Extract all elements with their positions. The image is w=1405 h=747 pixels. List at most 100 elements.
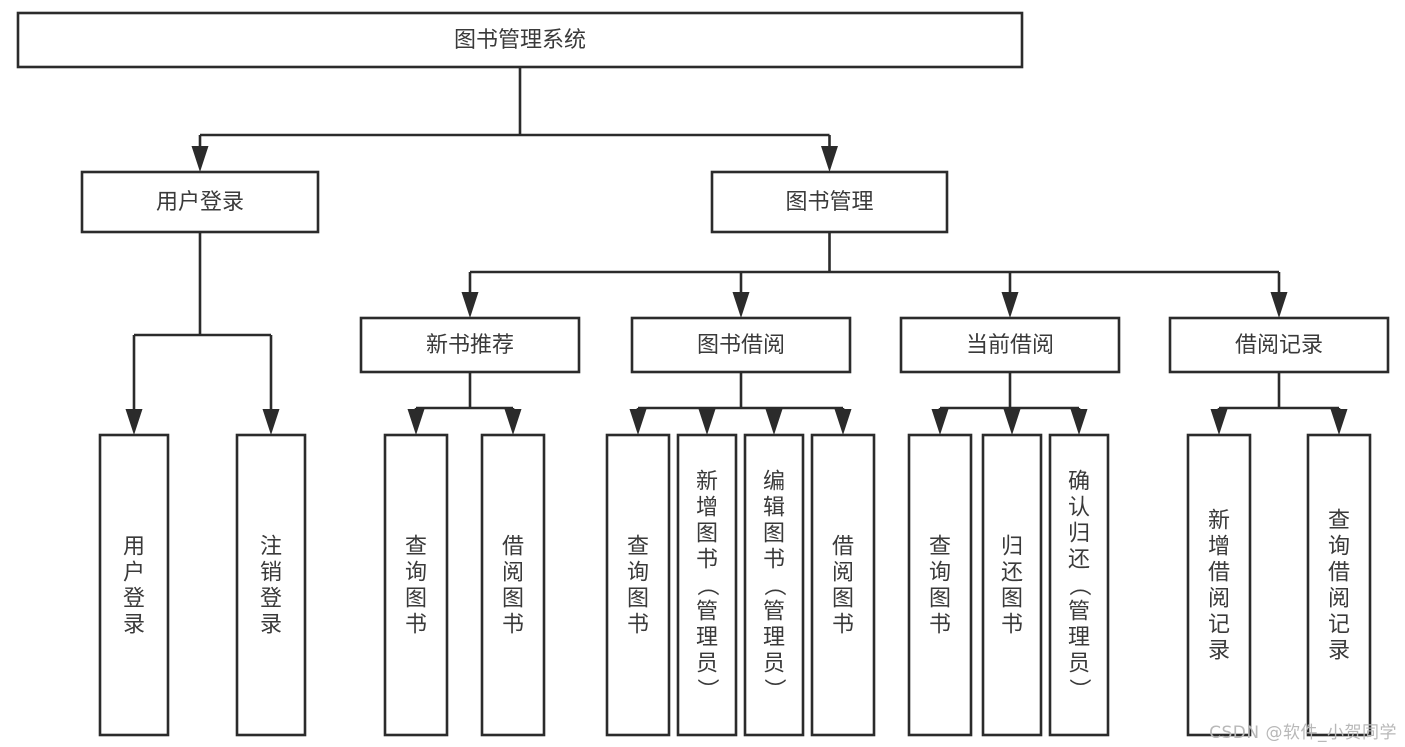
node-label-char: 借 [1328, 560, 1350, 585]
node-box [981, 433, 1043, 737]
node-leaf-user-login[interactable]: 用户登录 [98, 433, 170, 737]
node-label-char: 阅 [832, 560, 854, 585]
arrow-head-icon [191, 146, 209, 172]
node-new-book-recommend[interactable]: 新书推荐 [359, 316, 581, 374]
arrow-head-icon [1210, 409, 1228, 435]
node-label: 图书管理 [785, 190, 873, 215]
node-label-char: 增 [1208, 534, 1230, 559]
arrow-head-icon [461, 292, 479, 318]
node-label-char: 图 [832, 586, 854, 611]
node-book-manage[interactable]: 图书管理 [710, 170, 949, 234]
node-label-char: 图 [1001, 586, 1023, 611]
node-label-char: ） [761, 678, 786, 700]
node-label-char: 归 [1068, 521, 1090, 546]
node-box [1186, 433, 1252, 737]
node-label-char: 书 [763, 547, 785, 572]
node-label: 借阅记录 [1235, 333, 1323, 358]
arrow-head-icon [765, 409, 783, 435]
node-label-char: 新 [1208, 508, 1230, 533]
node-box [1306, 433, 1372, 737]
node-label-char: 书 [502, 612, 524, 637]
arrow-head-icon [125, 409, 143, 435]
node-label-char: 记 [1208, 612, 1230, 637]
node-label-char: 确 [1068, 469, 1090, 494]
node-label-char: 注 [260, 534, 282, 559]
node-label-char: 阅 [1328, 586, 1350, 611]
node-label: 图书管理系统 [454, 28, 586, 53]
node-label: 图书借阅 [697, 333, 785, 358]
node-label-char: ） [694, 678, 719, 700]
arrow-head-icon [931, 409, 949, 435]
node-label-char: 图 [696, 521, 718, 546]
node-box [899, 316, 1121, 374]
node-label-char: 图 [929, 586, 951, 611]
arrow-head-icon [504, 409, 522, 435]
node-label-char: （ [761, 574, 786, 596]
arrow-head-icon [407, 409, 425, 435]
node-label-char: 借 [502, 534, 524, 559]
node-label-char: 新 [696, 469, 718, 494]
connector-layer [125, 67, 1348, 435]
node-box [630, 316, 852, 374]
node-box [710, 170, 949, 234]
node-label-char: 阅 [1208, 586, 1230, 611]
node-label-char: 销 [260, 560, 282, 585]
node-current-borrow[interactable]: 当前借阅 [899, 316, 1121, 374]
node-label-char: ） [1066, 678, 1091, 700]
node-label-char: 还 [1001, 560, 1023, 585]
node-box [907, 433, 973, 737]
node-label-char: 图 [763, 521, 785, 546]
node-box [359, 316, 581, 374]
node-box [1168, 316, 1390, 374]
arrow-head-icon [1330, 409, 1348, 435]
node-label-char: 查 [1328, 508, 1350, 533]
node-label-char: 归 [1001, 534, 1023, 559]
node-label-char: 管 [696, 599, 718, 624]
node-label-char: 询 [627, 560, 649, 585]
node-label-char: 询 [1328, 534, 1350, 559]
node-user-login[interactable]: 用户登录 [80, 170, 320, 234]
node-label-char: 理 [1068, 625, 1090, 650]
node-label-char: 书 [627, 612, 649, 637]
node-label: 新书推荐 [426, 333, 514, 358]
node-label-char: 书 [832, 612, 854, 637]
node-label-char: 认 [1068, 495, 1090, 520]
arrow-head-icon [1003, 409, 1021, 435]
node-label-char: 管 [1068, 599, 1090, 624]
node-root[interactable]: 图书管理系统 [16, 11, 1024, 69]
node-label-char: 询 [929, 560, 951, 585]
node-label-char: 书 [929, 612, 951, 637]
node-borrow-record[interactable]: 借阅记录 [1168, 316, 1390, 374]
node-label-char: 询 [405, 560, 427, 585]
arrow-head-icon [629, 409, 647, 435]
node-label-char: 理 [696, 625, 718, 650]
node-label-char: 查 [929, 534, 951, 559]
node-book-borrow[interactable]: 图书借阅 [630, 316, 852, 374]
node-label-char: 借 [1208, 560, 1230, 585]
node-box [480, 433, 546, 737]
node-label-char: （ [694, 574, 719, 596]
node-label-char: 书 [1001, 612, 1023, 637]
node-box [235, 433, 307, 737]
node-label-char: 记 [1328, 612, 1350, 637]
arrow-head-icon [1001, 292, 1019, 318]
arrow-head-icon [821, 146, 838, 172]
node-label-char: 录 [1328, 638, 1350, 663]
node-label-char: 阅 [502, 560, 524, 585]
node-label-char: 管 [763, 599, 785, 624]
node-label-char: 用 [123, 534, 145, 559]
node-label-char: 录 [260, 612, 282, 637]
